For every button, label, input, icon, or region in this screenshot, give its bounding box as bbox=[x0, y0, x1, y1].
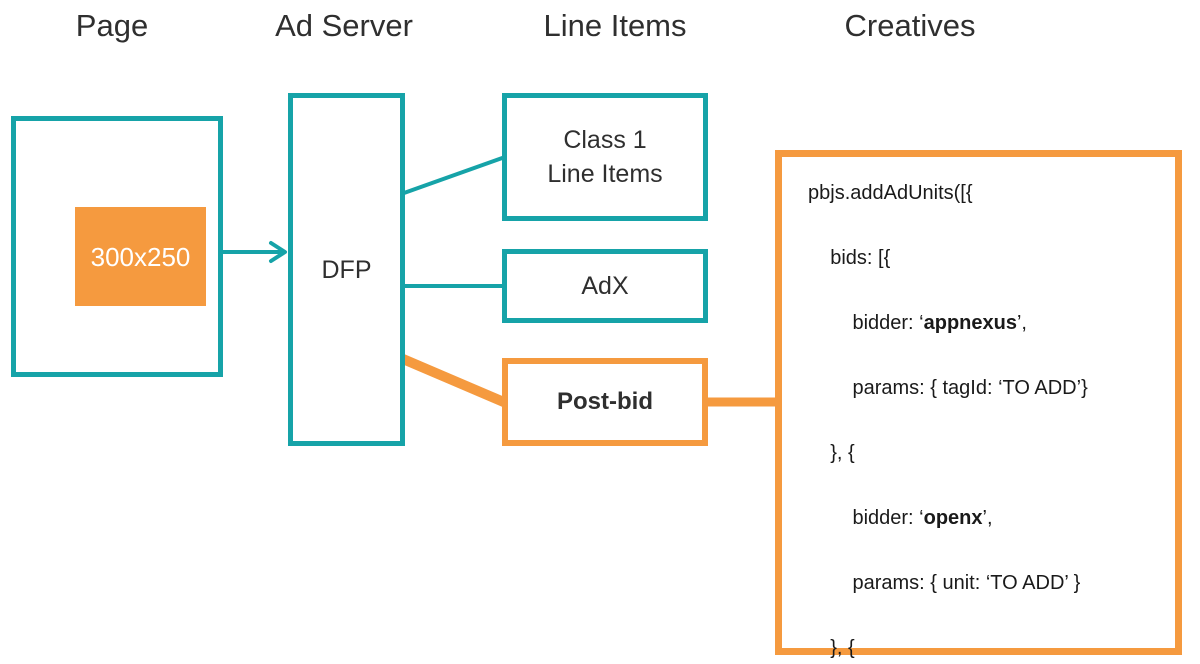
code-line: bidder: ‘appnexus’, bbox=[852, 312, 1027, 334]
column-header-ad-server: Ad Server bbox=[275, 8, 413, 43]
line-item-adx-box: AdX bbox=[502, 249, 708, 323]
code-line: }, { bbox=[830, 637, 855, 659]
code-line: bids: [{ bbox=[830, 247, 891, 269]
class1-label-line1: Class 1 bbox=[563, 126, 647, 154]
class1-label-line2: Line Items bbox=[547, 160, 663, 188]
code-token-bold: openx bbox=[923, 507, 983, 529]
creative-code-listing: pbjs.addAdUnits([{ bids: [{ bidder: ‘app… bbox=[808, 177, 1171, 664]
code-line: bidder: ‘openx’, bbox=[852, 507, 993, 529]
ad-server-dfp-box: DFP bbox=[288, 93, 405, 446]
code-line: params: { tagId: ‘TO ADD’} bbox=[852, 377, 1088, 399]
code-line: pbjs.addAdUnits([{ bbox=[808, 182, 973, 204]
line-item-postbid-box: Post-bid bbox=[502, 358, 708, 446]
page-box: 300x250 bbox=[11, 116, 223, 377]
code-line: params: { unit: ‘TO ADD’ } bbox=[852, 572, 1081, 594]
connector-dfp-to-class1 bbox=[403, 155, 506, 195]
class1-label: Class 1 Line Items bbox=[547, 123, 662, 191]
postbid-label: Post-bid bbox=[557, 388, 653, 415]
creative-300x250-placement[interactable]: 300x250 bbox=[75, 207, 206, 306]
line-item-class1-box: Class 1 Line Items bbox=[502, 93, 708, 221]
column-header-page: Page bbox=[75, 8, 149, 43]
code-token-bold: appnexus bbox=[923, 312, 1017, 334]
adx-label: AdX bbox=[581, 272, 629, 300]
creative-code-box: pbjs.addAdUnits([{ bids: [{ bidder: ‘app… bbox=[775, 150, 1182, 659]
connector-dfp-to-postbid bbox=[401, 354, 508, 408]
dfp-label: DFP bbox=[321, 255, 372, 284]
code-line: }, { bbox=[830, 442, 855, 464]
column-header-creatives: Creatives bbox=[844, 8, 976, 43]
creative-size-label: 300x250 bbox=[90, 241, 191, 272]
column-header-line-items: Line Items bbox=[543, 8, 687, 43]
